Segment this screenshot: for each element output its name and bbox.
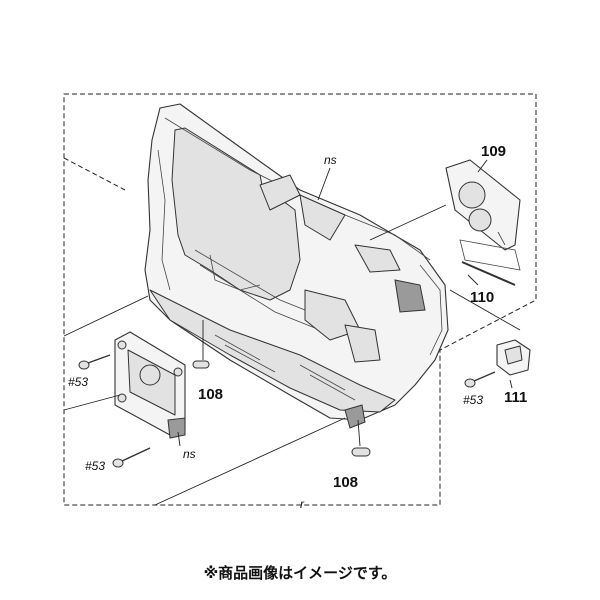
callout-108-bottom: 108: [333, 474, 358, 491]
screw-53-label-left-bottom: #53: [85, 459, 105, 473]
part-111-clip: [496, 339, 531, 376]
sub-bracket-left: [114, 331, 186, 439]
part-109-shadow: [459, 239, 521, 271]
part-110-pointer: [449, 289, 521, 331]
screw-53-right: [464, 371, 496, 388]
ns-label-top: ns: [324, 153, 337, 167]
callout-111: 111: [504, 389, 527, 406]
ns-label-bottom: ns: [183, 447, 196, 461]
image-caption: ※商品画像はイメージです。: [203, 564, 397, 582]
sub-bracket-leader-bottom: [63, 394, 121, 411]
screw-53-left-top: [78, 354, 111, 370]
part-110-leader: [467, 274, 479, 286]
boundary-leader-left: [63, 157, 126, 191]
screw-53-label-left-top: #53: [68, 375, 88, 389]
screw-53-label-right: #53: [463, 393, 483, 407]
r-mark: r: [300, 497, 305, 511]
sub-bracket-leader-top: [63, 295, 149, 337]
ns-top-leader: [317, 167, 331, 201]
spacer-108-bottom-leader: [357, 419, 361, 447]
part-111-leader: [509, 379, 513, 389]
part-109-leader: [477, 159, 488, 173]
callout-108-left: 108: [198, 386, 223, 403]
main-frame: [144, 103, 449, 429]
bottom-connector-line: [154, 417, 346, 506]
part-109-pointer: [369, 204, 447, 241]
spacer-108-bottom: [351, 447, 371, 457]
ns-bottom-leader: [177, 431, 181, 447]
part-109-bracket: [445, 159, 521, 251]
assembly-boundary: [63, 93, 537, 506]
callout-109: 109: [481, 143, 506, 160]
part-110-rod: [461, 261, 516, 286]
callout-110: 110: [470, 289, 494, 306]
screw-53-left-bottom: [112, 447, 151, 468]
spacer-108-left: [192, 360, 210, 369]
